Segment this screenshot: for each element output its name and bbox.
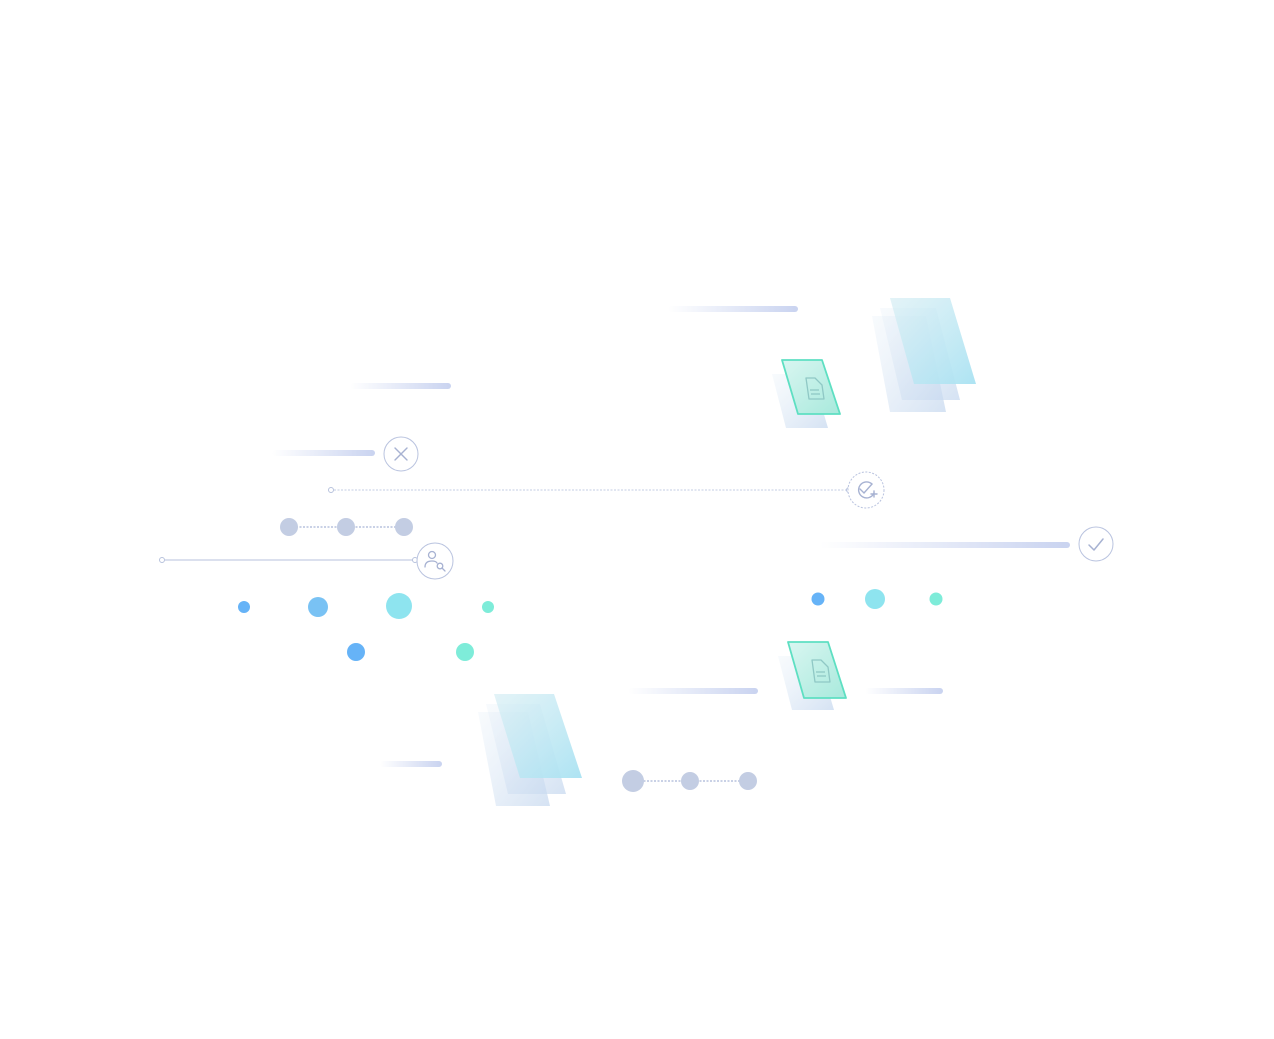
streak (865, 688, 943, 694)
streak (380, 761, 442, 767)
track-node (622, 770, 644, 792)
track-node (238, 601, 250, 613)
close-icon (394, 447, 408, 461)
streak (820, 542, 1070, 548)
user-search-connector (159, 542, 454, 580)
active-progress-track-small (347, 643, 474, 661)
grey-progress-track-upper (280, 518, 413, 536)
document-card-upper (772, 359, 841, 428)
track-node (456, 643, 474, 661)
check-icon (1088, 538, 1104, 551)
document-icon (811, 659, 831, 683)
track-node (739, 772, 757, 790)
card-stack-upper (872, 298, 976, 412)
speed-streaks (272, 306, 1070, 767)
card-stack-lower (478, 694, 582, 806)
check-clock-icon (857, 481, 878, 499)
verification-connector (328, 471, 885, 509)
active-progress-track-large (238, 593, 494, 619)
track-node (280, 518, 298, 536)
document-card-lower (778, 641, 847, 710)
document-icon (805, 377, 825, 400)
track-node (395, 518, 413, 536)
approve-marker (1078, 526, 1114, 562)
user-search-icon (424, 550, 446, 572)
active-progress-track-right (811, 589, 943, 609)
track-node (681, 772, 699, 790)
grey-progress-track-lower (622, 770, 757, 792)
track-node (929, 592, 943, 606)
reject-marker (383, 436, 419, 472)
track-node (308, 597, 328, 617)
track-node (811, 592, 825, 606)
streak (350, 383, 451, 389)
streak (628, 688, 758, 694)
streak (668, 306, 798, 312)
streak (272, 450, 375, 456)
track-node (337, 518, 355, 536)
track-node (347, 643, 365, 661)
track-node (865, 589, 885, 609)
track-node (386, 593, 412, 619)
track-node (482, 601, 494, 613)
